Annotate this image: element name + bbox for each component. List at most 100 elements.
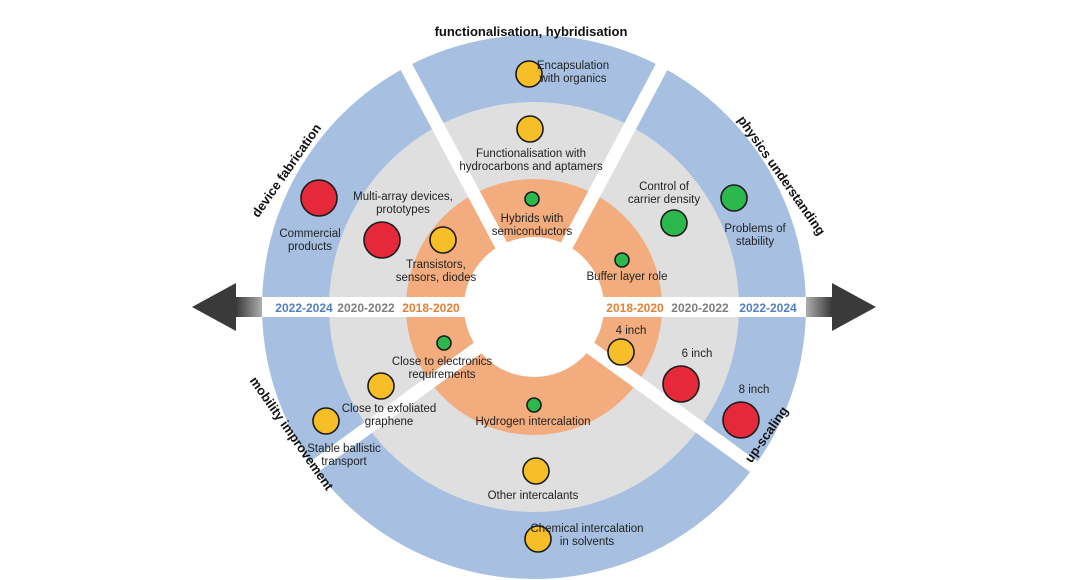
milestone-label-line: 4 inch bbox=[616, 325, 647, 337]
status-dot-yellow bbox=[367, 372, 395, 400]
milestone-label-line: sensors, diodes bbox=[396, 272, 477, 284]
milestone-6-inch: 6 inch bbox=[662, 348, 713, 403]
status-dot-green bbox=[526, 397, 542, 413]
milestone-label-line: products bbox=[288, 241, 332, 253]
milestone-label-line: Hybrids with bbox=[501, 213, 564, 225]
status-dot-red bbox=[662, 365, 700, 403]
status-dot-green bbox=[720, 184, 748, 212]
status-dot-green bbox=[524, 191, 540, 207]
status-dot-yellow bbox=[516, 115, 544, 143]
status-dot-red bbox=[300, 179, 338, 217]
status-dot-yellow bbox=[522, 457, 550, 485]
milestone-label-line: requirements bbox=[408, 369, 475, 381]
milestone-label-line: Hydrogen intercalation bbox=[475, 416, 590, 428]
separator-band bbox=[295, 337, 490, 483]
milestone-label-line: Stable ballistic bbox=[307, 443, 381, 455]
milestone-label-line: Close to electronics bbox=[392, 356, 493, 368]
milestone-other-intercalants: Other intercalants bbox=[488, 457, 579, 502]
year-left-middle: 2020-2022 bbox=[337, 301, 395, 315]
status-dot-yellow bbox=[607, 338, 635, 366]
status-dot-red bbox=[363, 221, 401, 259]
milestone-label-line: with organics bbox=[538, 73, 606, 85]
year-left-outer: 2022-2024 bbox=[275, 301, 333, 315]
year-right-inner: 2018-2020 bbox=[606, 301, 664, 315]
milestone-label-line: Transistors, bbox=[406, 259, 466, 271]
milestone-label: Hydrogen intercalation bbox=[475, 416, 590, 428]
milestone-label-line: hydrocarbons and aptamers bbox=[459, 161, 602, 173]
center-hole bbox=[464, 237, 604, 377]
milestone-label-line: carrier density bbox=[628, 194, 700, 206]
milestone-4-inch: 4 inch bbox=[607, 325, 647, 366]
status-dot-green bbox=[660, 209, 688, 237]
milestone-label-line: 8 inch bbox=[739, 384, 770, 396]
milestone-label-line: Close to exfoliated bbox=[342, 403, 437, 415]
milestone-label: Buffer layer role bbox=[587, 271, 668, 283]
year-right-middle: 2020-2022 bbox=[671, 301, 729, 315]
year-left-inner: 2018-2020 bbox=[402, 301, 460, 315]
separator-band bbox=[392, 47, 512, 258]
milestone-label-line: in solvents bbox=[560, 536, 615, 548]
milestone-label: 4 inch bbox=[616, 325, 647, 337]
milestone-label-line: Other intercalants bbox=[488, 490, 579, 502]
milestone-hydrogen-intercalation: Hydrogen intercalation bbox=[475, 397, 591, 428]
status-dot-yellow bbox=[515, 60, 543, 88]
sector-separators bbox=[295, 47, 773, 483]
milestone-label-line: Encapsulation bbox=[537, 60, 609, 72]
separator-band bbox=[556, 47, 676, 258]
year-right-outer: 2022-2024 bbox=[739, 301, 797, 315]
milestone-label-line: Multi-array devices, bbox=[353, 191, 453, 203]
milestone-label-line: prototypes bbox=[376, 204, 430, 216]
milestone-buffer-layer: Buffer layer role bbox=[587, 252, 668, 283]
milestone-label-line: transport bbox=[321, 456, 367, 468]
milestone-transistors: Transistors,sensors, diodes bbox=[396, 226, 477, 284]
milestone-label: Other intercalants bbox=[488, 490, 579, 502]
milestone-label-line: Buffer layer role bbox=[587, 271, 668, 283]
milestone-label-line: Functionalisation with bbox=[476, 148, 586, 160]
milestone-label-line: Control of bbox=[639, 181, 690, 193]
milestone-label-line: 6 inch bbox=[682, 348, 713, 360]
milestone-label: 8 inch bbox=[739, 384, 770, 396]
status-dot-yellow bbox=[429, 226, 457, 254]
status-dot-green bbox=[436, 335, 452, 351]
sector-title-functionalisation: functionalisation, hybridisation bbox=[435, 24, 628, 39]
milestone-label-line: stability bbox=[736, 236, 775, 248]
milestone-label-line: graphene bbox=[365, 416, 414, 428]
status-dot-red bbox=[722, 401, 760, 439]
milestone-label-line: semiconductors bbox=[492, 226, 573, 238]
separator-band bbox=[578, 337, 773, 483]
milestone-label: Transistors,sensors, diodes bbox=[396, 259, 477, 284]
status-dot-yellow bbox=[524, 525, 552, 553]
year-labels: 2022-2024 2020-2022 2018-2020 2018-2020 … bbox=[275, 301, 797, 315]
milestone-label: 6 inch bbox=[682, 348, 713, 360]
milestone-8-inch: 8 inch bbox=[722, 384, 770, 439]
status-dot-green bbox=[614, 252, 630, 268]
milestone-label: Multi-array devices,prototypes bbox=[353, 191, 453, 216]
status-dot-yellow bbox=[312, 407, 340, 435]
milestone-label-line: Commercial bbox=[279, 228, 340, 240]
milestone-label-line: Problems of bbox=[724, 223, 786, 235]
milestone-label-line: Chemical intercalation bbox=[530, 523, 643, 535]
milestone-multi-array: Multi-array devices,prototypes bbox=[353, 191, 453, 259]
